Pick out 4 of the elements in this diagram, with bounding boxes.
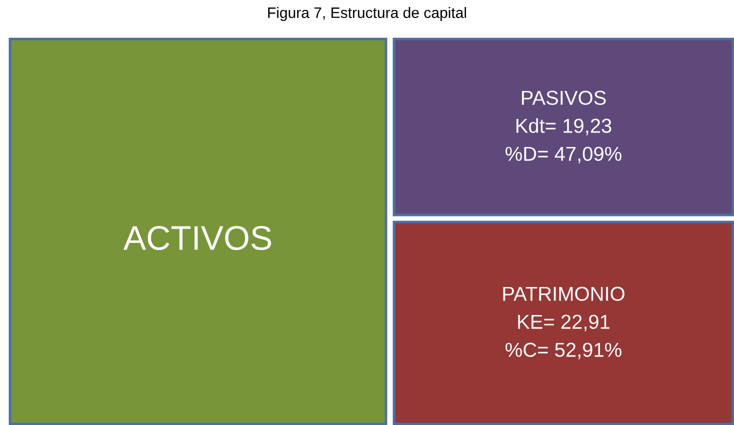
block: ACTIVOS — [8, 38, 388, 425]
block: PASIVOS Kdt= 19,23 %D= 47,09% — [392, 38, 734, 216]
title: Figura 7, Estructura de capital — [268, 7, 466, 21]
block: PATRIMONIO KE= 22,91 %C= 52,91% — [392, 220, 734, 425]
